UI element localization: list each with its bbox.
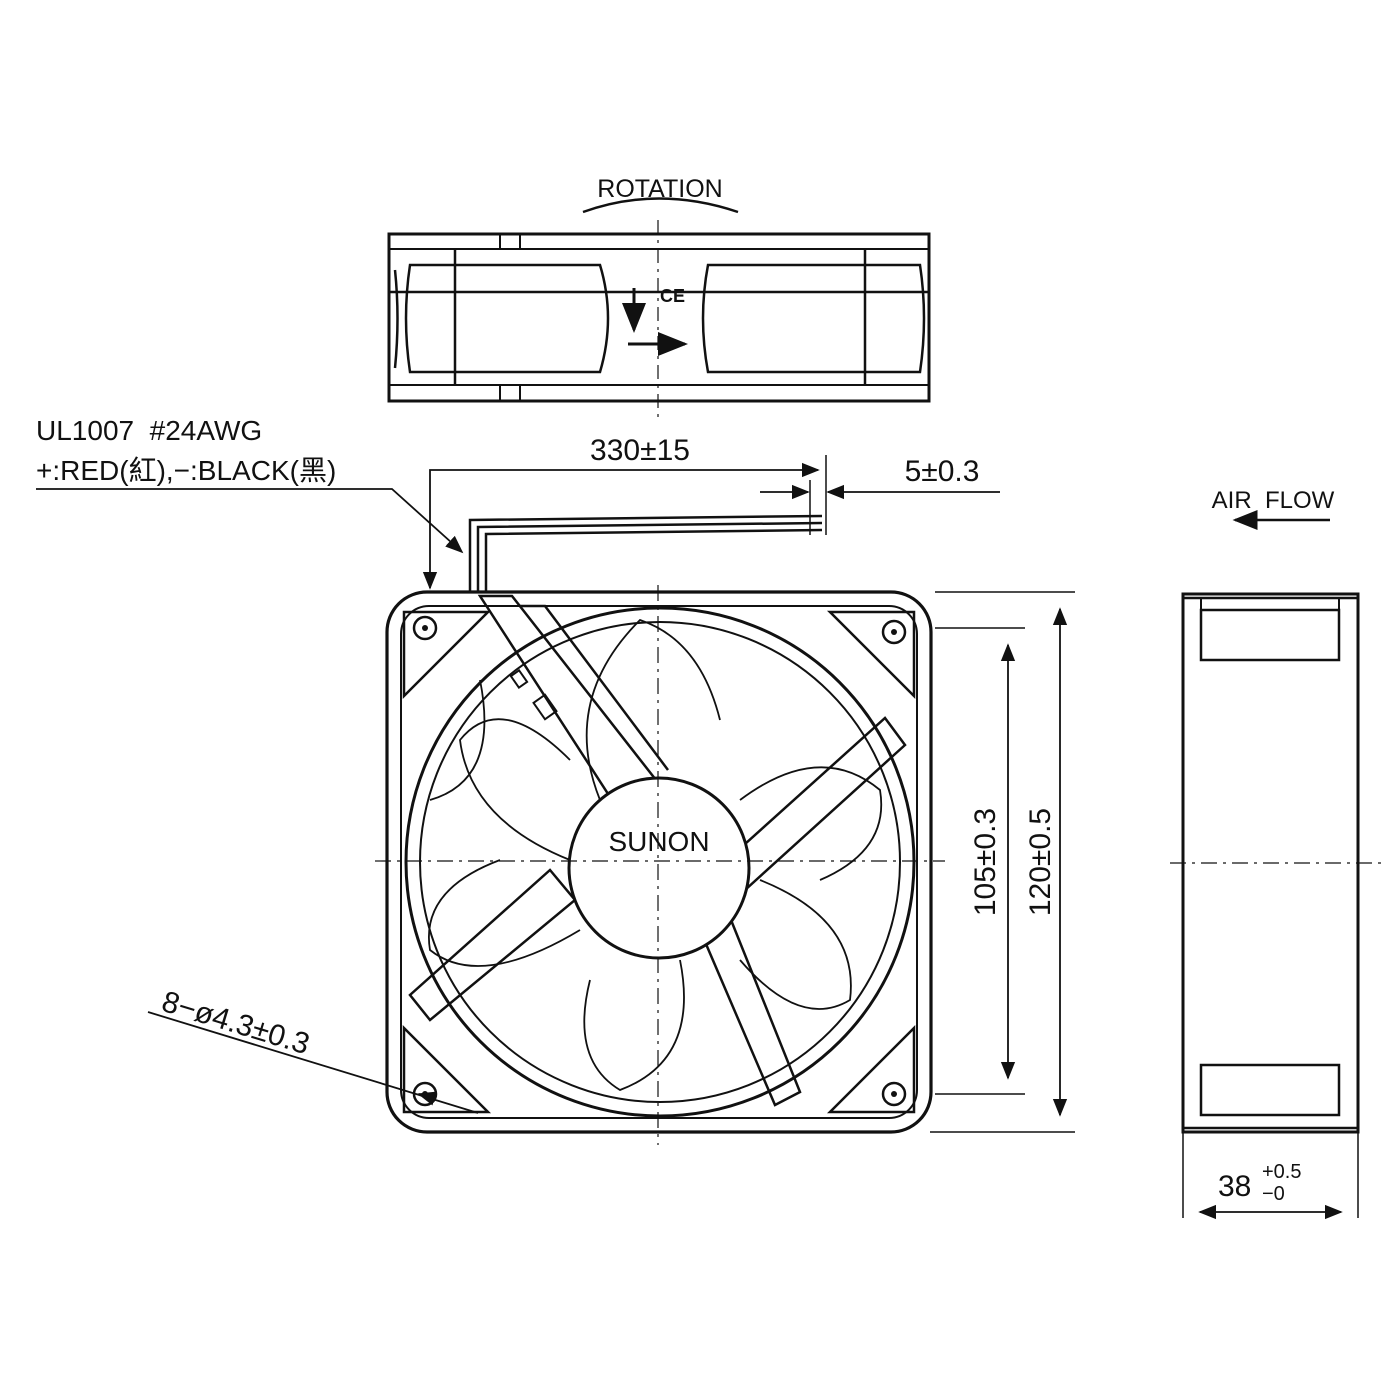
hole-spacing-label: 105±0.3 bbox=[969, 808, 1002, 916]
mount-hole-top-right bbox=[881, 619, 907, 645]
mount-holes-label: 8−ø4.3±0.3 bbox=[158, 985, 313, 1061]
hub bbox=[567, 776, 751, 960]
depth-tol-upper-label: +0.5 bbox=[1262, 1161, 1301, 1183]
hub-brand-label: SUNON bbox=[608, 826, 709, 857]
rotation-label: ROTATION bbox=[597, 175, 722, 203]
airflow-label: AIR FLOW bbox=[1212, 487, 1335, 514]
lead-length-label: 330±15 bbox=[590, 434, 690, 467]
mount-hole-bottom-right bbox=[881, 1081, 907, 1107]
front-frame-outline bbox=[385, 590, 933, 1134]
lead-wires: 330±15 5±0.3 bbox=[422, 434, 1000, 592]
front-view: SUNON 8−ø4.3±0.3 bbox=[147, 585, 945, 1145]
rotation-arc bbox=[582, 197, 739, 214]
top-frame-outline bbox=[387, 232, 931, 403]
depth-base-label: 38 bbox=[1218, 1170, 1251, 1203]
lead-length-dimension-line bbox=[422, 462, 820, 590]
venturi-ring bbox=[404, 606, 916, 1118]
wire-spec-line2: +:RED(紅),−:BLACK(黑) bbox=[36, 455, 336, 486]
top-view: ROTATION CE bbox=[387, 175, 931, 420]
ce-mark-icon: CE bbox=[660, 286, 685, 306]
strip-length-label: 5±0.3 bbox=[905, 455, 980, 488]
vertical-dimensions: 105±0.3 120±0.5 bbox=[930, 591, 1075, 1133]
wire-spec-leader bbox=[36, 488, 464, 554]
depth-tol-lower-label: −0 bbox=[1262, 1183, 1285, 1205]
side-view: AIR FLOW 38 +0.5 −0 bbox=[1170, 487, 1385, 1220]
frame-size-label: 120±0.5 bbox=[1024, 808, 1057, 916]
wire-spec-line1: UL1007 #24AWG bbox=[36, 415, 262, 446]
wire-spec: UL1007 #24AWG +:RED(紅),−:BLACK(黑) bbox=[36, 415, 464, 554]
mount-hole-top-left bbox=[412, 615, 438, 641]
fan-blades bbox=[428, 618, 883, 1091]
